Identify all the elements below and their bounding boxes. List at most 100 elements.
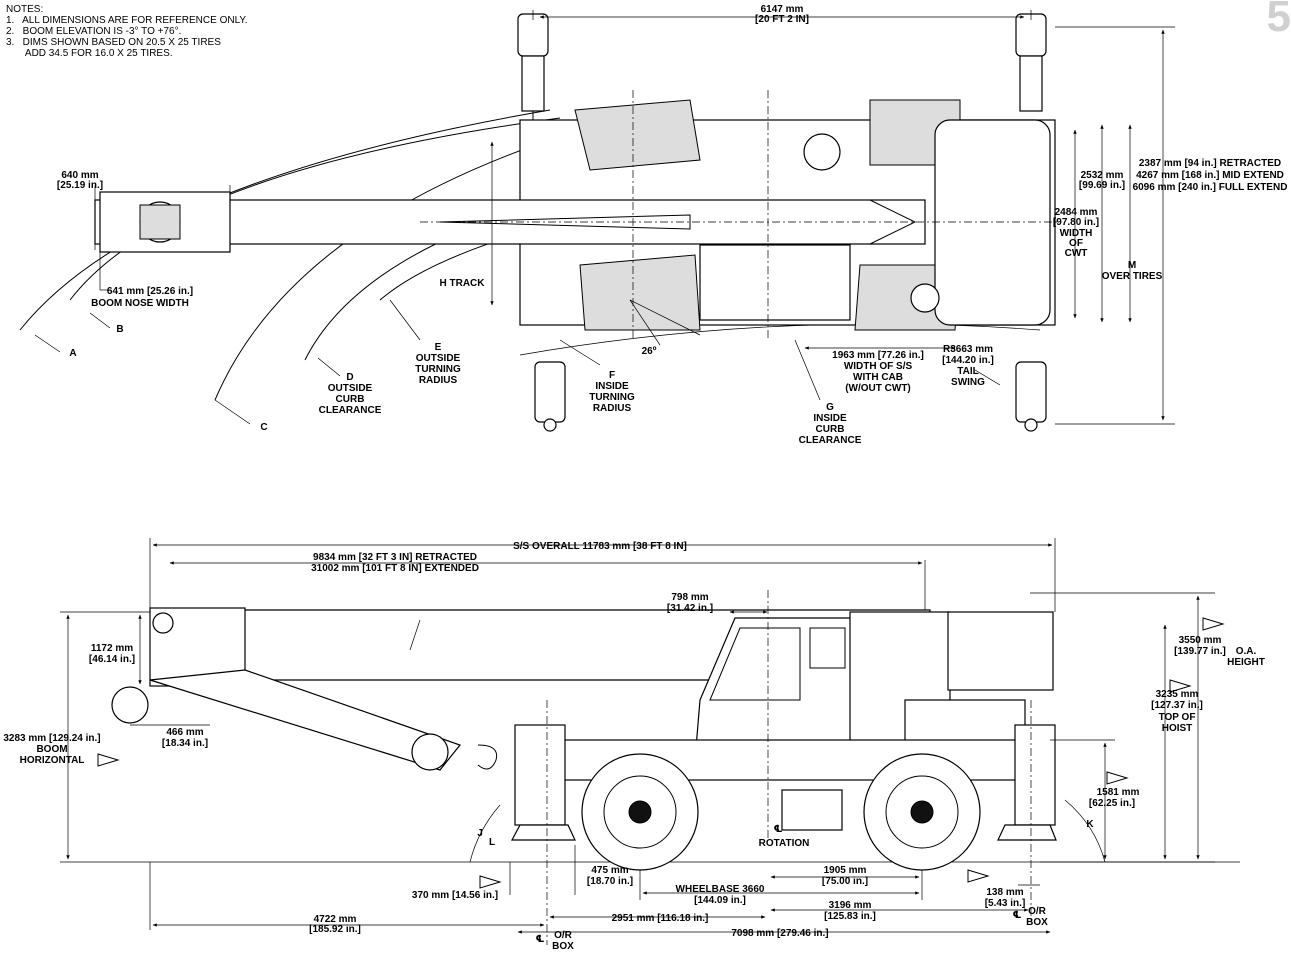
- label-j: J: [477, 828, 483, 839]
- notes-heading: NOTES:: [6, 4, 44, 15]
- dim-1581-imperial: [62.25 in.]: [1089, 798, 1135, 809]
- dim-3283: 3283 mm [129.24 in.]: [3, 733, 100, 744]
- label-k: K: [1086, 819, 1094, 830]
- dim-tail-swing-imperial: [144.20 in.]: [942, 355, 994, 366]
- outrigger-bottom-right: [1015, 361, 1047, 432]
- dim-2532: 2532 mm: [1081, 170, 1124, 181]
- label-hoist: HOIST: [1162, 723, 1193, 734]
- dim-370: 370 mm [14.56 in.]: [412, 890, 498, 901]
- label-height: HEIGHT: [1227, 657, 1265, 668]
- label-ss-width-line4: (W/OUT CWT): [845, 383, 911, 394]
- label-width: WIDTH: [1060, 228, 1093, 239]
- label-f-line2: INSIDE: [595, 381, 629, 392]
- label-of: OF: [1069, 238, 1083, 249]
- label-c: C: [260, 422, 267, 433]
- jib-sheave: [411, 733, 449, 771]
- label-e: E: [435, 342, 442, 353]
- label-top-of: TOP OF: [1159, 712, 1196, 723]
- dim-1581: 1581 mm: [1097, 787, 1140, 798]
- dim-3550: 3550 mm: [1179, 635, 1222, 646]
- dim-641: 641 mm [25.26 in.]: [107, 286, 193, 297]
- dim-640: 640 mm: [61, 170, 98, 181]
- label-g-line4: CLEARANCE: [799, 435, 862, 446]
- dim-138-imperial: [5.43 in.]: [985, 898, 1026, 909]
- tire-rear-lower: [854, 264, 961, 331]
- or-box-left-or: O/R: [554, 930, 573, 941]
- label-ss-width-line3: WITH CAB: [853, 372, 903, 383]
- side-view: S/S OVERALL 11783 mm [38 FT 8 IN] 9834 m…: [3, 538, 1265, 952]
- tire-rear: [863, 753, 981, 871]
- dim-3235: 3235 mm: [1156, 689, 1199, 700]
- note-item-3: 3. DIMS SHOWN BASED ON 20.5 X 25 TIRES: [6, 37, 221, 48]
- dim-ss-width: 1963 mm [77.26 in.]: [832, 350, 924, 361]
- dim-2951: 2951 mm [116.18 in.]: [612, 913, 709, 924]
- label-d-line2: OUTSIDE: [328, 383, 373, 394]
- or-box-right-box: BOX: [1026, 917, 1048, 928]
- label-ss-width-line2: WIDTH OF S/S: [844, 361, 913, 372]
- dim-boom-extended: 31002 mm [101 FT 8 IN] EXTENDED: [311, 563, 479, 574]
- dim-475-imperial: [18.70 in.]: [587, 876, 633, 887]
- boom-top: [94, 199, 926, 245]
- dim-3196-imperial: [125.83 in.]: [824, 911, 876, 922]
- label-angle: 26º: [642, 346, 657, 357]
- dim-3196: 3196 mm: [829, 900, 872, 911]
- dim-1172: 1172 mm: [91, 643, 133, 654]
- dim-138: 138 mm: [986, 887, 1023, 898]
- dim-ss-overall: S/S OVERALL 11783 mm [38 FT 8 IN]: [513, 541, 687, 552]
- dim-4722-imperial: [185.92 in.]: [309, 924, 361, 935]
- top-view: 6147 mm [20 FT 2 IN] 2387 mm [94 in.] RE…: [19, 4, 1288, 446]
- label-oa: O.A.: [1236, 646, 1257, 657]
- outrigger-top-right: [1015, 13, 1047, 112]
- dim-cwt-width-imperial: [97.80 in.]: [1053, 217, 1099, 228]
- outrigger-front-side: [514, 724, 566, 826]
- operator-cab-top: [699, 244, 851, 321]
- outrigger-rear-side: [1014, 724, 1056, 826]
- label-over-tires: OVER TIRES: [1102, 271, 1163, 282]
- page-marker: 5: [1266, 0, 1291, 41]
- tire-front-upper: [574, 99, 701, 171]
- outrigger-bottom-left: [534, 361, 566, 432]
- label-d-line4: CLEARANCE: [319, 405, 382, 416]
- label-rotation: ROTATION: [759, 838, 810, 849]
- tire-front: [581, 753, 699, 871]
- arc-b: [69, 117, 561, 301]
- outrigger-top-left: [517, 13, 549, 125]
- dim-boom-retracted: 9834 mm [32 FT 3 IN] RETRACTED: [313, 552, 477, 563]
- label-l: L: [489, 837, 495, 848]
- label-d-line3: CURB: [336, 394, 365, 405]
- tire-front-lower: [579, 254, 701, 331]
- dim-466-imperial: [18.34 in.]: [162, 738, 208, 749]
- notes-block: NOTES: 1. ALL DIMENSIONS ARE FOR REFEREN…: [6, 4, 248, 59]
- dim-798: 798 mm: [671, 592, 708, 603]
- counterweight-side: [947, 611, 1054, 691]
- label-boom: BOOM: [36, 744, 67, 755]
- dim-475: 475 mm: [591, 865, 628, 876]
- label-tail: TAIL: [957, 366, 978, 377]
- or-box-right-symbol: ℄: [1013, 910, 1022, 921]
- label-cwt: CWT: [1065, 248, 1088, 259]
- dim-extend-full: 6096 mm [240 in.] FULL EXTEND: [1133, 182, 1288, 193]
- dim-466: 466 mm: [166, 727, 203, 738]
- dim-7098: 7098 mm [279.46 in.]: [731, 928, 828, 939]
- label-boom-nose-width: BOOM NOSE WIDTH: [91, 298, 189, 309]
- label-m: M: [1128, 260, 1136, 271]
- dim-wheelbase: WHEELBASE 3660: [676, 884, 765, 895]
- label-e-line4: RADIUS: [419, 375, 458, 386]
- note-item-2: 2. BOOM ELEVATION IS -3° TO +76°.: [6, 26, 182, 37]
- rotation-symbol: ℄: [774, 824, 783, 835]
- label-e-line2: OUTSIDE: [416, 353, 461, 364]
- dim-outrigger-spread: 6147 mm: [761, 4, 804, 15]
- label-f-line4: RADIUS: [593, 403, 632, 414]
- counterweight-top: [934, 119, 1051, 326]
- dim-extend-mid: 4267 mm [168 in.] MID EXTEND: [1136, 170, 1284, 181]
- or-box-left-box: BOX: [552, 941, 574, 952]
- hoist-side: [904, 699, 1026, 746]
- dim-2532-imperial: [99.69 in.]: [1079, 180, 1125, 191]
- label-a: A: [69, 348, 76, 359]
- jib-side: [149, 669, 461, 771]
- dim-outrigger-spread-imperial: [20 FT 2 IN]: [755, 14, 809, 25]
- dim-1905: 1905 mm: [824, 865, 867, 876]
- dim-640-imperial: [25.19 in.]: [57, 180, 103, 191]
- or-box-right-or: O/R: [1028, 906, 1047, 917]
